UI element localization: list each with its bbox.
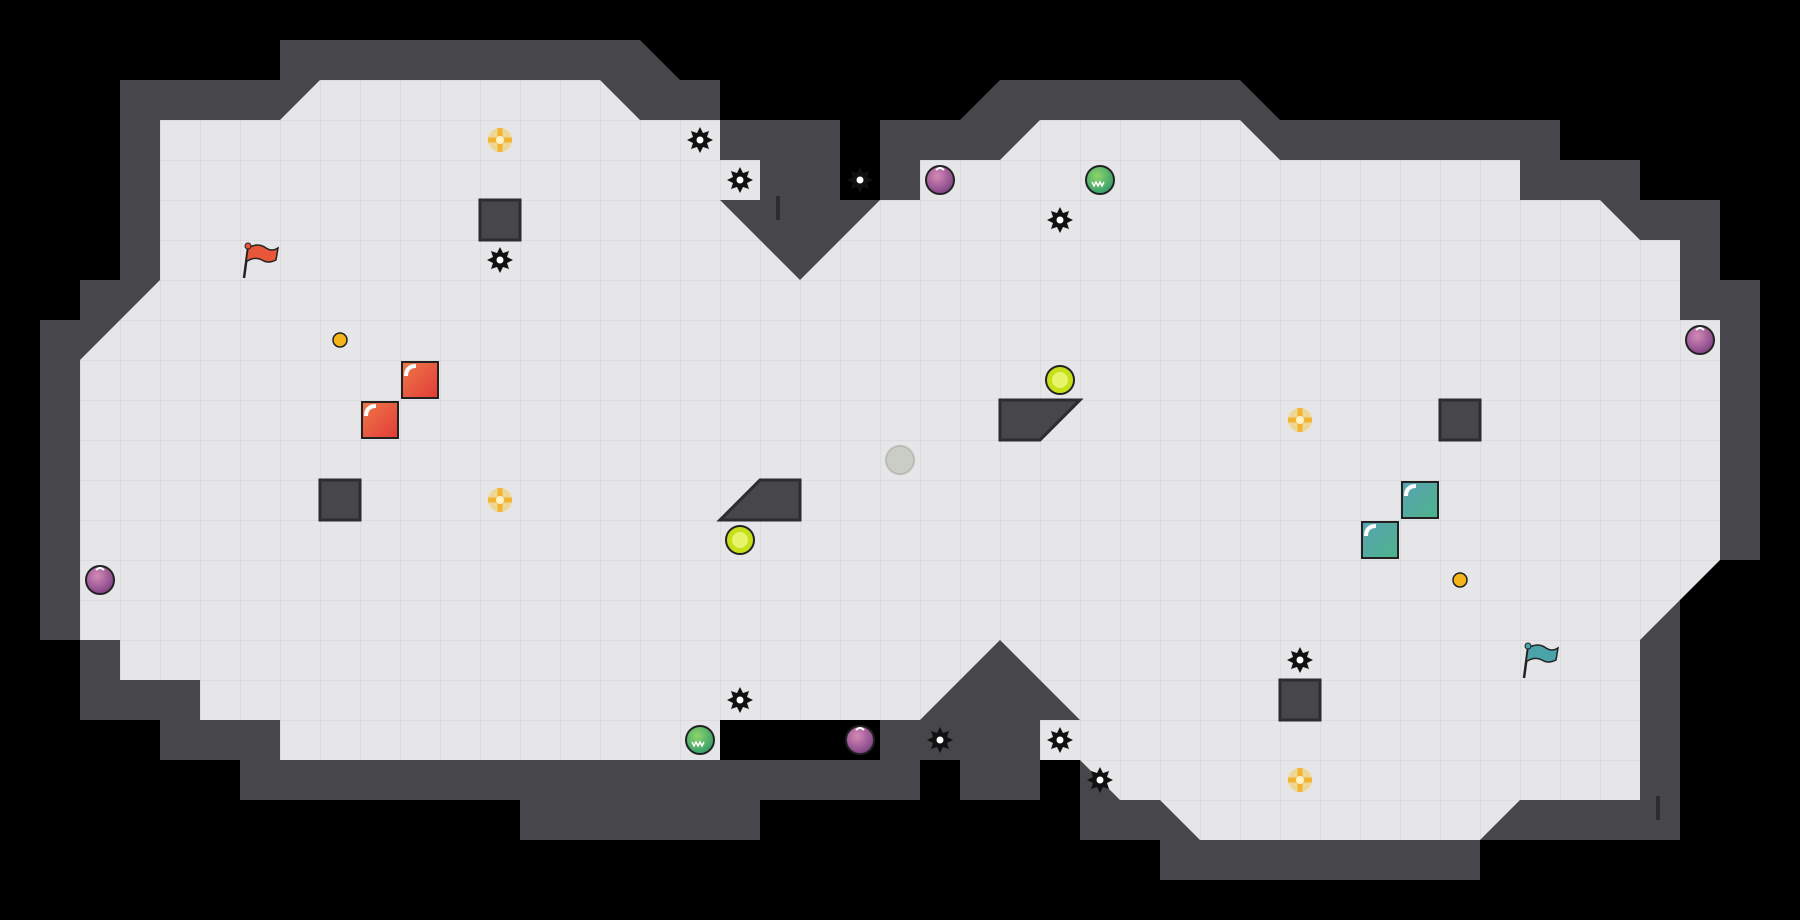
wall-block bbox=[318, 478, 362, 522]
right-room-floor[interactable] bbox=[920, 120, 1720, 840]
blue-flag-icon bbox=[1522, 642, 1560, 679]
blue-team-tile-icon bbox=[1361, 521, 1399, 559]
wall-block bbox=[1278, 678, 1322, 722]
powerup-icon bbox=[1085, 165, 1115, 195]
portal-icon bbox=[1288, 768, 1312, 792]
bomb-icon bbox=[845, 725, 875, 755]
gate-icon bbox=[1656, 796, 1660, 820]
bomb-icon bbox=[1685, 325, 1715, 355]
left-room-floor[interactable] bbox=[80, 80, 760, 760]
boost-icon bbox=[725, 525, 755, 555]
top-gate-wall bbox=[720, 120, 880, 280]
wall-ramp bbox=[998, 398, 1084, 442]
wall-block bbox=[478, 198, 522, 242]
bottom-gate-wall bbox=[920, 640, 1080, 800]
bomb-icon bbox=[925, 165, 955, 195]
wall-block bbox=[1438, 398, 1482, 442]
red-team-tile-icon bbox=[361, 401, 399, 439]
dot-icon bbox=[332, 332, 348, 348]
wall-ramp bbox=[716, 478, 802, 522]
blue-team-tile-icon bbox=[1401, 481, 1439, 519]
portal-icon bbox=[1288, 408, 1312, 432]
red-team-tile-icon bbox=[401, 361, 439, 399]
red-flag-icon bbox=[242, 242, 280, 279]
portal-icon bbox=[488, 488, 512, 512]
gate-icon bbox=[776, 196, 780, 220]
portal-icon bbox=[488, 128, 512, 152]
dot-icon bbox=[1452, 572, 1468, 588]
bomb-icon bbox=[85, 565, 115, 595]
boost-icon bbox=[1045, 365, 1075, 395]
powerup-icon bbox=[685, 725, 715, 755]
spawn-marker bbox=[885, 445, 915, 475]
spike-icon bbox=[847, 167, 873, 193]
